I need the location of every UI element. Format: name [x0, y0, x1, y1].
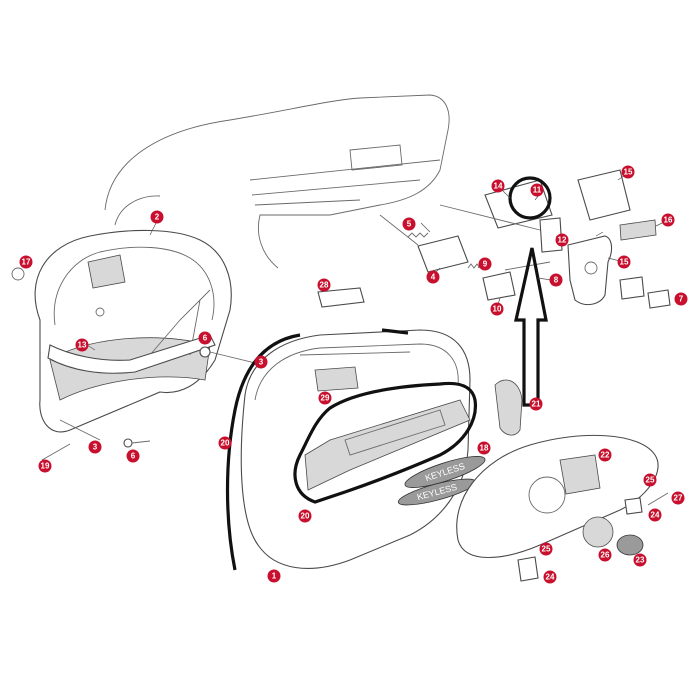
- handle-recess-part-18: [304, 399, 471, 491]
- callout-badge: 2: [150, 210, 164, 224]
- callout-label: 1: [272, 572, 277, 581]
- callout-label: 23: [636, 556, 645, 565]
- callout-label: 25: [646, 476, 655, 485]
- lock-assembly: [379, 169, 671, 309]
- callout-badge: 16: [661, 213, 675, 227]
- callout-badge: 14: [491, 179, 505, 193]
- callout-badge: 25: [643, 473, 657, 487]
- side-cover-part-22: [456, 434, 659, 558]
- callout-badge: 15: [617, 255, 631, 269]
- highlight-outline-handle: [293, 381, 478, 504]
- strap-part-13: [47, 334, 216, 374]
- callout-label: 28: [320, 281, 329, 290]
- hinge-part-28: [317, 287, 365, 308]
- callout-label: 29: [321, 394, 330, 403]
- callout-label: 17: [22, 258, 31, 267]
- callout-badge: 3: [254, 355, 268, 369]
- callout-badge: 3: [88, 440, 102, 454]
- callout-badge: 6: [198, 331, 212, 345]
- pin-part-27: [647, 492, 669, 506]
- callout-badge: 20: [218, 436, 232, 450]
- o-ring-part-17: [11, 267, 25, 281]
- callout-label: 3: [259, 358, 264, 367]
- callout-badge: 24: [648, 508, 662, 522]
- callout-badge: 13: [75, 338, 89, 352]
- callout-badge: 18: [477, 441, 491, 455]
- callout-label: 21: [532, 400, 541, 409]
- callout-arrow: [514, 247, 548, 407]
- callout-label: 2: [155, 213, 160, 222]
- highlight-outline-lid-edge: [381, 328, 409, 335]
- callout-badge: 6: [126, 449, 140, 463]
- badge-part-23: [616, 534, 644, 556]
- badge-part-26: [582, 516, 614, 548]
- callout-badge: 4: [426, 270, 440, 284]
- callout-label: 8: [554, 276, 559, 285]
- callout-label: 27: [674, 494, 683, 503]
- callout-label: 3: [93, 443, 98, 452]
- callout-badge: 20: [298, 509, 312, 523]
- callout-label: 13: [78, 341, 87, 350]
- callout-label: 6: [203, 334, 208, 343]
- callout-label: 24: [651, 511, 660, 520]
- reflector-part-21: [494, 379, 523, 436]
- callout-badge: 29: [318, 391, 332, 405]
- callout-label: 9: [483, 260, 488, 269]
- callout-badge: 5: [402, 217, 416, 231]
- callout-label: 19: [41, 462, 50, 471]
- top-case-outline: [104, 94, 450, 269]
- callout-label: 20: [301, 512, 310, 521]
- callout-label: 20: [221, 439, 230, 448]
- callout-label: 25: [542, 545, 551, 554]
- callout-label: 5: [407, 220, 412, 229]
- callout-badge: 7: [674, 292, 688, 306]
- callout-label: 14: [494, 182, 503, 191]
- callout-badge: 15: [621, 165, 635, 179]
- callout-badge: 1: [267, 569, 281, 583]
- callout-label: 12: [558, 236, 567, 245]
- callout-badge: 22: [598, 448, 612, 462]
- callout-badge: 10: [490, 302, 504, 316]
- latch-part-29: [314, 366, 359, 392]
- callout-label: 15: [620, 258, 629, 267]
- callout-label: 26: [601, 551, 610, 560]
- callout-badge: 11: [530, 183, 544, 197]
- callout-badge: 8: [549, 273, 563, 287]
- highlight-outline-shell-edge: [225, 333, 301, 571]
- screw-set-left: [41, 346, 256, 461]
- callout-label: 7: [679, 295, 684, 304]
- callout-label: 4: [431, 273, 436, 282]
- callout-label: 10: [493, 305, 502, 314]
- callout-badge: 17: [19, 255, 33, 269]
- callout-label: 16: [664, 216, 673, 225]
- clip-part-24-bottom: [517, 556, 539, 582]
- callout-badge: 21: [529, 397, 543, 411]
- inner-shell-part-2: [34, 229, 232, 433]
- callout-badge: 12: [555, 233, 569, 247]
- keyless-emblems: KEYLESS KEYLESS: [397, 456, 486, 506]
- callout-label: 15: [624, 168, 633, 177]
- callout-badge: 28: [317, 278, 331, 292]
- callout-label: 24: [546, 573, 555, 582]
- callout-badge: 24: [543, 570, 557, 584]
- callout-badge: 23: [633, 553, 647, 567]
- callout-label: 18: [480, 444, 489, 453]
- callout-label: 11: [533, 186, 542, 195]
- spring-parts: [407, 232, 481, 269]
- callout-badge: 19: [38, 459, 52, 473]
- callout-label: 6: [131, 452, 136, 461]
- callout-label: 22: [601, 451, 610, 460]
- clip-part-24-right: [624, 497, 643, 515]
- callout-badge: 27: [671, 491, 685, 505]
- callout-badge: 25: [539, 542, 553, 556]
- callout-badge: 26: [598, 548, 612, 562]
- callout-badge: 9: [478, 257, 492, 271]
